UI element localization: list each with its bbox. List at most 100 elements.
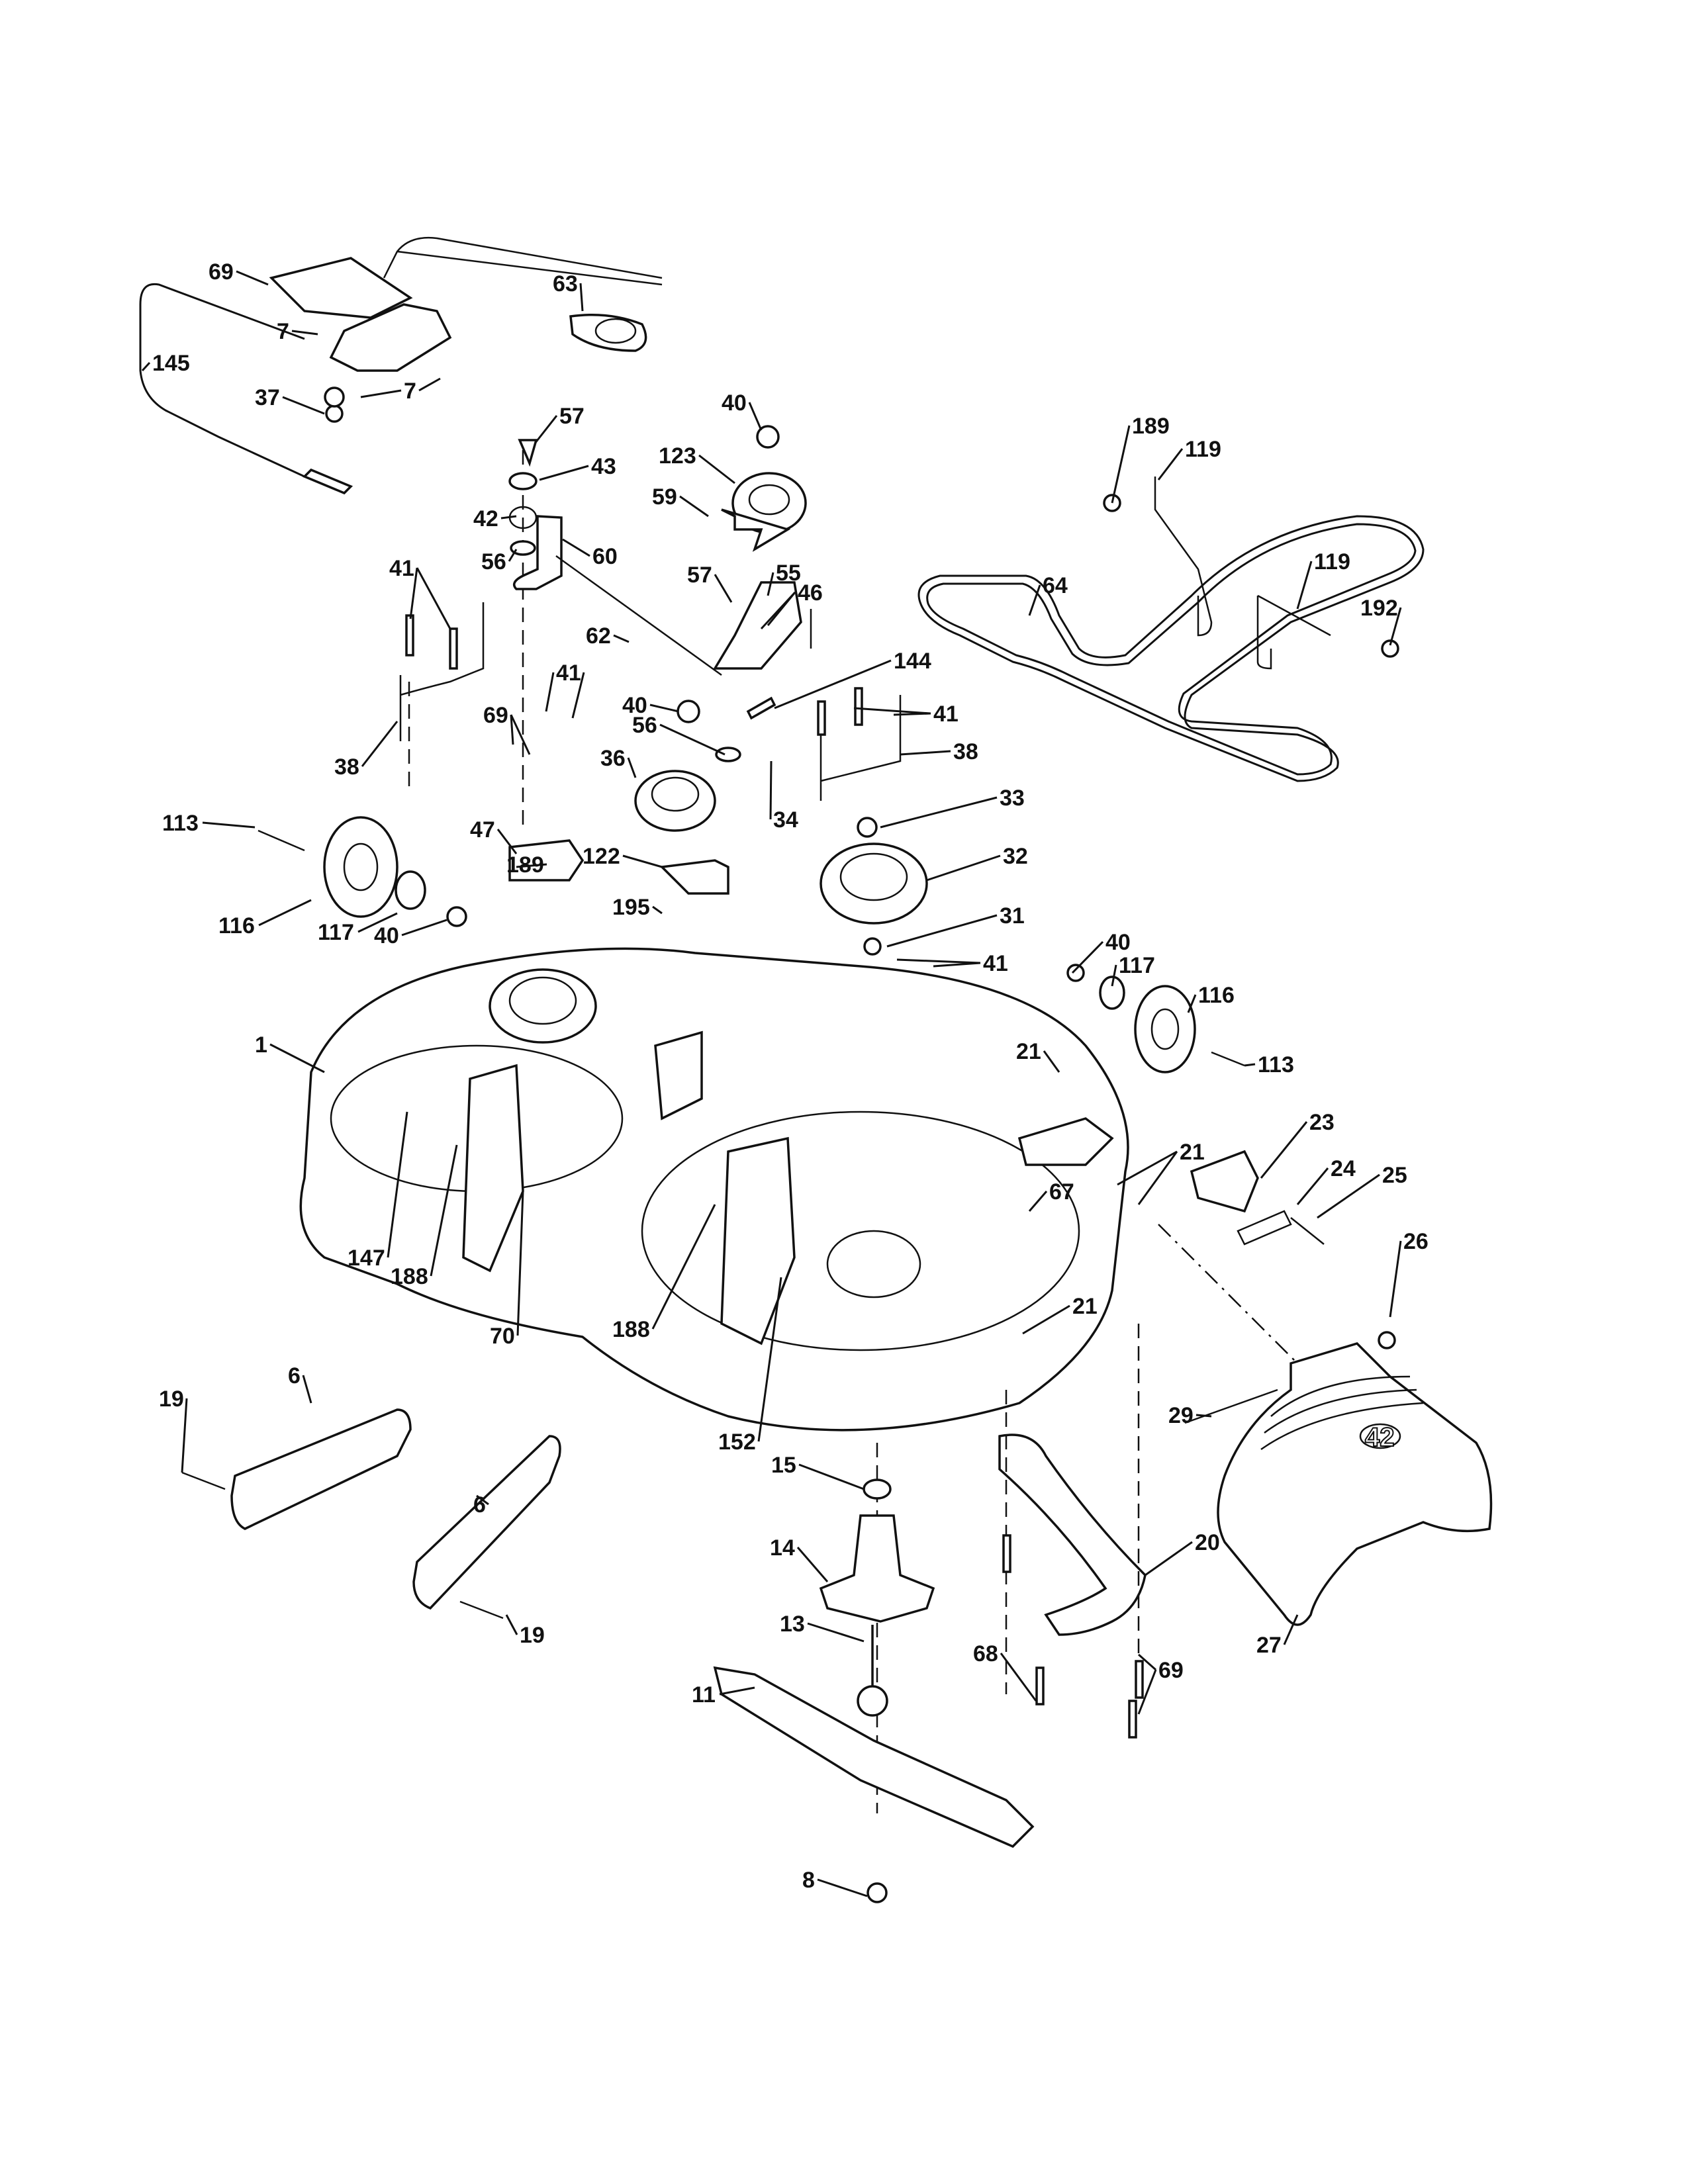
leader-line [1157, 448, 1184, 480]
leader-line [767, 572, 774, 596]
callout-11: 11 [692, 1682, 755, 1707]
callout-label: 147 [348, 1246, 385, 1271]
leader-line [933, 962, 981, 968]
callout-69: 69 [209, 259, 269, 286]
callout-label: 113 [162, 811, 199, 836]
callout-46: 46 [760, 580, 823, 630]
leader-line [796, 1547, 829, 1582]
callout-label: 14 [770, 1535, 795, 1561]
callout-19: 19 [505, 1614, 545, 1648]
chute-emblem-oval [1359, 1423, 1401, 1449]
leader-line [269, 1043, 325, 1073]
callout-6: 6 [473, 1492, 489, 1518]
callout-67: 67 [1028, 1179, 1074, 1212]
callout-116: 116 [218, 899, 312, 938]
leader-line [516, 1191, 524, 1336]
bolt-41-c [817, 700, 826, 736]
belt-keeper-122-shape [1154, 477, 1213, 637]
callout-59: 59 [652, 484, 709, 518]
leader-line [202, 821, 256, 829]
callout-37: 37 [255, 385, 325, 415]
callout-34: 34 [769, 760, 798, 833]
callout-60: 60 [562, 538, 618, 569]
deck-left-pulley-face [508, 976, 577, 1025]
leader-line [896, 958, 981, 964]
chute-rod-shape [1184, 1388, 1278, 1424]
leader-line [361, 721, 399, 767]
leader-line [1022, 1304, 1070, 1335]
bolt-69-b [1035, 1666, 1045, 1706]
leader-line [409, 567, 418, 619]
gauge-wheel-left-hub [343, 842, 379, 891]
callout-21: 21 [1117, 1140, 1205, 1205]
blade-bolt-shape [867, 1882, 888, 1903]
callout-31: 31 [886, 903, 1025, 948]
bolt-41-d [854, 687, 863, 726]
callout-69: 69 [483, 703, 531, 755]
spindle-pulley-shape [820, 842, 928, 925]
callout-label: 69 [483, 703, 508, 728]
washer-shape [325, 404, 344, 423]
callout-27: 27 [1256, 1614, 1299, 1658]
callout-label: 41 [389, 556, 414, 581]
callout-42: 42 [473, 506, 517, 531]
callout-label: 56 [481, 549, 506, 574]
callout-label: 40 [374, 923, 399, 948]
callout-label: 8 [802, 1868, 815, 1893]
leader-line [571, 672, 585, 719]
callout-label: 41 [933, 702, 959, 727]
belt-guide-59-shape [721, 508, 791, 552]
callout-6: 6 [288, 1363, 312, 1404]
leader-line [1389, 1240, 1402, 1318]
callout-label: 25 [1382, 1163, 1407, 1188]
leader-line [613, 634, 630, 643]
callout-69: 69 [1137, 1653, 1184, 1715]
lever-plate [329, 303, 452, 372]
callout-label: 116 [218, 913, 255, 938]
callout-38: 38 [900, 739, 978, 764]
callout-label: 57 [687, 563, 712, 588]
leader-line [893, 712, 931, 716]
callout-41: 41 [545, 660, 585, 719]
leader-line [622, 854, 663, 868]
nut-40-idler [677, 700, 700, 723]
callout-32: 32 [926, 844, 1028, 882]
callout-188: 188 [612, 1204, 716, 1342]
callout-57: 57 [534, 404, 585, 444]
lever-rod-edge [397, 250, 663, 286]
leader-line [1187, 994, 1197, 1013]
callout-label: 40 [1105, 930, 1131, 955]
callout-label: 36 [600, 746, 626, 771]
callout-55: 55 [767, 561, 801, 596]
callout-label: 67 [1049, 1179, 1074, 1205]
callout-label: 68 [973, 1641, 998, 1666]
leader-line [1000, 1653, 1037, 1702]
callout-1: 1 [255, 1032, 325, 1073]
leader-line [579, 283, 584, 312]
knob-label-oval [594, 318, 637, 344]
callout-56: 56 [632, 713, 726, 756]
callout-label: 21 [1016, 1039, 1041, 1064]
callout-label: 192 [1360, 596, 1398, 621]
callout-113: 113 [1244, 1052, 1294, 1077]
leader-line [1145, 1541, 1193, 1576]
leader-line [1111, 964, 1117, 987]
callout-14: 14 [770, 1535, 829, 1582]
callout-label: 119 [1314, 549, 1350, 574]
callout-123: 123 [659, 443, 735, 484]
cable-end [324, 387, 345, 408]
callout-label: 116 [1198, 983, 1235, 1008]
callout-label: 20 [1195, 1530, 1220, 1555]
chute-axis [1158, 1224, 1298, 1364]
axle-bolt-left-shape [258, 829, 305, 852]
callout-label: 27 [1256, 1633, 1282, 1658]
callout-41: 41 [853, 702, 959, 727]
callout-122: 122 [583, 844, 663, 869]
callout-label: 60 [592, 544, 618, 569]
leader-line [291, 330, 318, 336]
leader-line [1389, 607, 1402, 646]
callout-33: 33 [880, 786, 1025, 829]
callout-label: 11 [692, 1682, 716, 1707]
callout-label: 33 [1000, 786, 1025, 811]
spring-leg [1290, 1217, 1325, 1245]
